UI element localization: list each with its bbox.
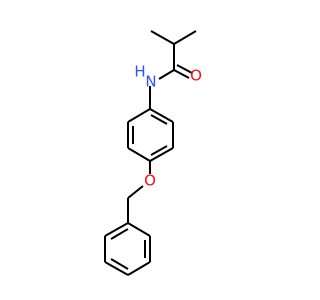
bond-ether-oxygen-ch2 [127, 185, 144, 199]
bond-carbonyl-double-1 [173, 69, 190, 79]
ring1-bond-3 [149, 147, 174, 162]
bond-methyl-left [150, 30, 175, 45]
atom-label-amide-hydrogen: H [134, 63, 145, 81]
chemical-structure-diagram: O H N O [104, 30, 202, 276]
ring2-bond-3 [127, 261, 151, 276]
ring1-inner-double-1 [150, 114, 168, 125]
ring2-bond-1 [127, 222, 151, 237]
atom-label-carbonyl-oxygen: O [190, 67, 202, 85]
atom-label-amide-nitrogen: N [145, 73, 156, 91]
ring2-bond-4 [104, 261, 129, 276]
ring2-bond-6 [104, 222, 129, 237]
atom-label-ether-oxygen: O [144, 172, 156, 190]
ring1-bond-6 [127, 108, 151, 123]
ring2-inner-double-2 [110, 258, 129, 270]
bond-methyl-right [173, 30, 197, 45]
ring1-bond-4 [127, 147, 151, 162]
bond-carbonyl-double-2 [176, 64, 193, 74]
bond-carbonyl-nitrogen [158, 69, 175, 80]
ring2-inner-double-3 [110, 228, 129, 240]
ring1-bond-1 [149, 108, 174, 123]
ring1-inner-double-2 [150, 145, 168, 156]
